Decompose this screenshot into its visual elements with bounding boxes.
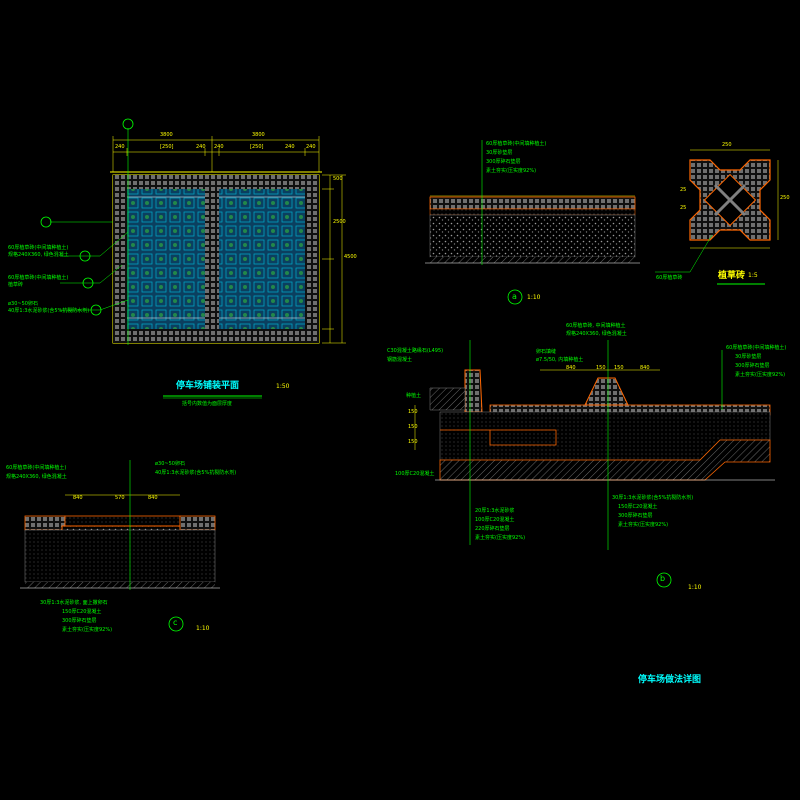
plan-scale: 1:50 (276, 383, 290, 390)
plan-sub-dim: 240 (285, 144, 295, 150)
section-c-dim: 840 (148, 495, 158, 501)
section-b-left-dim: 150 (408, 424, 418, 430)
plan-note: 60厚植草砖(中间填种植土) (8, 275, 69, 281)
section-b-top-note: 60厚植草砖, 中间填种植土 (566, 323, 626, 329)
brick-dim: 250 (780, 195, 790, 201)
section-b-lower-note: 素土夯实(压实度92%) (475, 535, 526, 541)
section-c-note: 规格240X360, 绿色混凝土 (6, 474, 67, 480)
plan-left-band (113, 189, 127, 343)
section-b-top-note: 规格240X360, 绿色混凝土 (566, 331, 627, 337)
plan-mid-band (205, 189, 219, 343)
section-b-lower-right-note: 300厚碎石垫层 (618, 513, 653, 519)
section-b-left-note: 种植土 (406, 393, 422, 399)
plan-note: 40厚1:3水泥砂浆(含5%抗裂防水剂) (8, 308, 90, 314)
brick-dim: 250 (722, 142, 732, 148)
section-b-top-note: ø7.5/50, 内填种植土 (536, 357, 584, 363)
section-b-lower-right-note: 150厚C20混凝土 (618, 504, 658, 510)
plan-note: 60厚植草砖(中间填种植土) (8, 245, 69, 251)
section-b-left-note: C30混凝土路缘石(L495) (387, 348, 444, 354)
plan-right-dim: 500 (333, 176, 343, 182)
section-a-note: 30厚砂垫层 (486, 150, 513, 156)
section-b-scale: 1:10 (688, 584, 702, 591)
sheet-title: 停车场做法详图 (638, 675, 702, 685)
section-c-note: ø30~50卵石 (155, 461, 185, 467)
section-marker-circle (122, 118, 134, 130)
section-a (425, 140, 640, 305)
section-b-dim: 840 (566, 365, 576, 371)
brick-detail (655, 149, 779, 285)
plan-sub-dim: 240 (115, 144, 125, 150)
section-a-note: 素土夯实(压实度92%) (486, 168, 537, 174)
plan-sub-dim: [250] (250, 144, 264, 150)
section-b-right-note: 30厚砂垫层 (735, 354, 762, 360)
section-c-marker (168, 616, 184, 632)
section-b-dim: 150 (596, 365, 606, 371)
section-b-right-note: 60厚植草砖(中间填种植土) (726, 345, 787, 351)
section-a-label: a (512, 292, 517, 301)
section-a-scale: 1:10 (527, 294, 541, 301)
brick-scale: 1:5 (748, 272, 758, 279)
section-c-bottom-note: 300厚碎石垫层 (62, 618, 97, 624)
section-b-lower-right-note: 30厚1:3水泥砂浆(含5%抗裂防水剂) (612, 495, 694, 501)
section-c-note: 60厚植草砖(中间填种植土) (6, 465, 67, 471)
brick-note: 60厚植草砖 (656, 275, 683, 281)
section-b-base-note: 100厚C20混凝土 (395, 471, 435, 477)
section-b-left-dim: 150 (408, 439, 418, 445)
section-b-right-note: 素土夯实(压实度92%) (735, 372, 786, 378)
section-a-note: 60厚植草砖(中间填种植土) (486, 141, 547, 147)
section-c-bottom-note: 素土夯实(压实度92%) (62, 627, 113, 633)
brick-dim: 25 (680, 187, 687, 193)
section-c-dim: 840 (73, 495, 83, 501)
plan-note: 规格240X360, 绿色混凝土 (8, 252, 69, 258)
section-b-marker (656, 572, 672, 588)
plan-sub-dim: 240 (306, 144, 316, 150)
section-b-label: b (660, 574, 666, 583)
plan-title: 停车场铺装平面 (176, 381, 240, 391)
section-b-lower-note: 220厚碎石垫层 (475, 526, 510, 532)
section-c-bottom-note: 150厚C20混凝土 (62, 609, 102, 615)
plan-right-band (305, 189, 319, 343)
section-c-dim: 570 (115, 495, 125, 501)
section-marker-circle (40, 216, 52, 228)
plan-right-dim: 2500 (333, 219, 346, 225)
section-b-left-note: 钢筋混凝土 (387, 357, 413, 363)
plan-sub-dim: 240 (214, 144, 224, 150)
section-b-lower-note: 100厚C20混凝土 (475, 517, 515, 523)
section-a-marker (507, 289, 523, 305)
section-c-bottom-note: 30厚1:3水泥砂浆, 面上撒卵石 (40, 600, 108, 606)
section-b-lower-note: 20厚1:3水泥砂浆 (475, 508, 515, 514)
section-b-dim: 840 (640, 365, 650, 371)
plan-top-dim: 3800 (252, 132, 265, 138)
brick-title: 植草砖 (718, 271, 746, 281)
plan-sub-dim: 240 (196, 144, 206, 150)
plan-right-dim: 4500 (344, 254, 357, 260)
section-b (414, 340, 775, 588)
section-b-left-dim: 150 (408, 409, 418, 415)
plan-note: ø30~50卵石 (8, 301, 38, 307)
section-b-right-note: 300厚碎石垫层 (735, 363, 770, 369)
brick-dim: 25 (680, 205, 687, 211)
section-c-note: 40厚1:3水泥砂浆(含5%抗裂防水剂) (155, 470, 237, 476)
section-b-dim: 150 (614, 365, 624, 371)
section-c-label: c (173, 618, 178, 627)
section-c (20, 460, 220, 632)
section-a-note: 300厚碎石垫层 (486, 159, 521, 165)
plan-top-band (113, 175, 319, 189)
plan-note: 植草砖 (8, 282, 24, 288)
plan-subtitle: 括号内数值为面层厚度 (182, 401, 233, 407)
plan-sub-dim: [250] (160, 144, 174, 150)
plan-view (40, 118, 346, 399)
plan-bottom-band (113, 329, 319, 343)
section-b-lower-right-note: 素土夯实(压实度92%) (618, 522, 669, 528)
section-b-top-note: 卵石填缝 (536, 349, 557, 355)
plan-top-dim: 3800 (160, 132, 173, 138)
section-c-scale: 1:10 (196, 625, 210, 632)
